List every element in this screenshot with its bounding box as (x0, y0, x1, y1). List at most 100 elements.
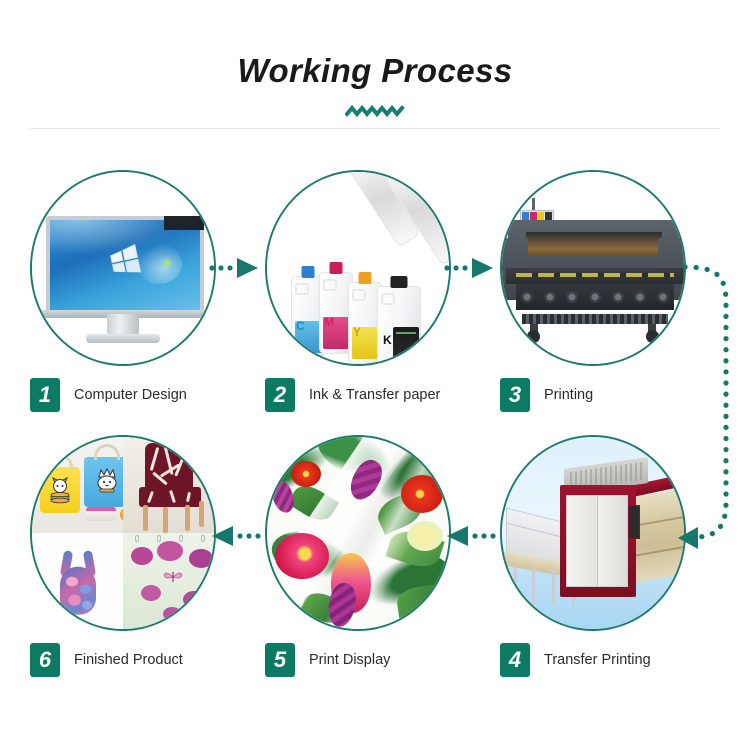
bottle-handle (323, 279, 337, 291)
machine-cabinet-doors (566, 495, 628, 587)
step-3-label: Printing (544, 387, 594, 403)
step-5-print-display[interactable]: 5 Print Display (243, 435, 473, 700)
step-2-number-badge: 2 (265, 378, 295, 412)
step-1-number-badge: 1 (30, 378, 60, 412)
step-5-label: Print Display (309, 652, 391, 668)
machine-control-panel (628, 505, 640, 539)
step-6-image-circle (30, 435, 216, 631)
floral-swimsuit (52, 550, 104, 617)
step-1-image-circle (30, 170, 216, 366)
step-6-number-badge: 6 (30, 643, 60, 677)
step-3-printing[interactable]: 3 Printing (478, 170, 708, 435)
ink-bottle-magenta: M (319, 262, 353, 354)
chair-leg (143, 505, 148, 531)
chair-leg (199, 501, 204, 527)
ink-letter-y: Y (353, 325, 362, 339)
printer-media-opening (526, 232, 662, 256)
step-1-computer-design[interactable]: 1 Computer Design (8, 170, 238, 435)
zigzag-ornament-icon (345, 104, 405, 118)
printer-carriage-rail (506, 268, 684, 284)
printed-fabric-illustration (267, 437, 449, 629)
curtain-ring (201, 535, 205, 542)
peony-pink (275, 533, 329, 579)
bag-handle (94, 444, 120, 460)
bottle-label-black (393, 327, 419, 364)
transfer-machine-illustration (502, 437, 684, 629)
butterfly-icon (163, 572, 183, 582)
step-5-number-badge: 5 (265, 643, 295, 677)
bottle-cap-yellow (358, 272, 372, 284)
product-lunch-bags (32, 437, 123, 533)
step-2-ink-transfer-paper[interactable]: C M Y (243, 170, 473, 435)
cat-burger-graphic-icon (50, 476, 70, 504)
bottle-label-yellow (352, 327, 380, 359)
monitor-stand-base (86, 334, 160, 343)
monitor-stand-neck (107, 314, 139, 336)
path-step3-to-step4 (678, 264, 729, 549)
curtain-ring (135, 535, 139, 542)
hibiscus-red-small (291, 461, 321, 487)
ink-and-paper-illustration: C M Y (267, 172, 449, 364)
printer-pole (532, 198, 535, 214)
lily-cream (407, 521, 443, 551)
product-swimsuit (32, 533, 123, 629)
printer-illustration (502, 172, 684, 364)
chair-leg (185, 505, 190, 531)
ink-letter-k: K (383, 333, 392, 347)
step-2-label: Ink & Transfer paper (309, 387, 441, 403)
step-1-label-group: 1 Computer Design (30, 378, 187, 412)
curtain-ring (179, 535, 183, 542)
ink-bottle-yellow: Y (348, 272, 382, 364)
printer-leg-left (530, 324, 538, 334)
step-3-number-badge: 3 (500, 378, 530, 412)
chair-seat (139, 487, 201, 507)
printer-caster-left (527, 330, 540, 343)
ink-letter-c: C (296, 319, 305, 333)
product-chair-cover (123, 437, 214, 533)
screen-highlight-dot (164, 260, 170, 266)
lunch-bag-blue (84, 444, 123, 507)
product-shower-curtain (123, 533, 214, 629)
header-divider (30, 128, 720, 129)
monitor-screen (46, 216, 204, 314)
bottle-cap-cyan (301, 266, 315, 278)
step-4-transfer-printing[interactable]: 4 Transfer Printing (478, 435, 708, 700)
bottle-label-magenta (323, 317, 351, 349)
printer-take-up-roll (522, 314, 668, 324)
step-5-label-group: 5 Print Display (265, 643, 390, 677)
step-2-label-group: 2 Ink & Transfer paper (265, 378, 440, 412)
arrow-step2-to-step3 (444, 258, 493, 278)
step-1-label: Computer Design (74, 387, 187, 403)
bottle-handle (381, 293, 395, 305)
step-3-image-circle (500, 170, 686, 366)
chair-backrest (145, 443, 193, 491)
ink-letter-m: M (324, 315, 334, 329)
bottle-handle (352, 289, 366, 301)
orange-fruit (120, 507, 123, 522)
step-6-label: Finished Product (74, 652, 183, 668)
step-2-image-circle: C M Y (265, 170, 451, 366)
page-title: Working Process (237, 52, 513, 89)
printer-dryer-fans (516, 284, 674, 310)
header: Working Process (0, 0, 750, 130)
arrow-step5-to-step6 (212, 526, 261, 546)
step-6-finished-product[interactable]: 6 Finished Product (8, 435, 238, 700)
bottle-cap-magenta (329, 262, 343, 274)
step-4-label: Transfer Printing (544, 652, 651, 668)
arrow-step4-to-step5 (447, 526, 496, 546)
bag-handle (47, 454, 73, 470)
lunch-box-container (86, 507, 116, 521)
step-4-image-circle (500, 435, 686, 631)
process-row-top: 1 Computer Design C (0, 170, 750, 435)
ink-bottle-black: K (377, 276, 421, 364)
bottle-handle (295, 283, 309, 295)
step-4-label-group: 4 Transfer Printing (500, 643, 651, 677)
printer-leg-right (648, 324, 656, 334)
cat-crown-graphic-icon (97, 467, 117, 493)
bottle-label-cyan (295, 321, 323, 353)
curtain-ring (157, 535, 161, 542)
monitor-illustration (32, 172, 214, 364)
chair-leg (163, 507, 168, 533)
process-row-bottom: 6 Finished Product (0, 435, 750, 700)
step-5-image-circle (265, 435, 451, 631)
